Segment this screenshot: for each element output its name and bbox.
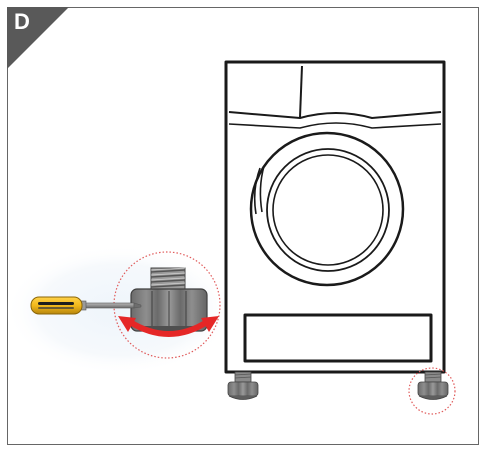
- washing-machine: [224, 60, 446, 374]
- step-corner-badge: [7, 7, 69, 69]
- service-drawer: [243, 313, 433, 363]
- screwdriver-icon: [30, 296, 142, 315]
- door-glass: [272, 154, 384, 266]
- top-panel-lower-edge: [228, 122, 442, 129]
- door-handle: [253, 167, 261, 215]
- right-foot-highlight-circle: [408, 367, 456, 415]
- zoom-screw-thread: [150, 267, 186, 291]
- rotate-arrow-icon: [118, 316, 219, 337]
- door-handle-inner: [259, 165, 265, 213]
- door-inner-ring: [266, 148, 390, 272]
- zoom-highlight-circle: [113, 251, 221, 359]
- top-panel-edge: [228, 111, 442, 119]
- right-leveling-foot: [417, 371, 449, 400]
- left-leveling-foot: [227, 371, 259, 400]
- step-label: D: [14, 9, 30, 34]
- leveling-foot-icon: [227, 371, 449, 400]
- panel-split-left: [299, 65, 303, 118]
